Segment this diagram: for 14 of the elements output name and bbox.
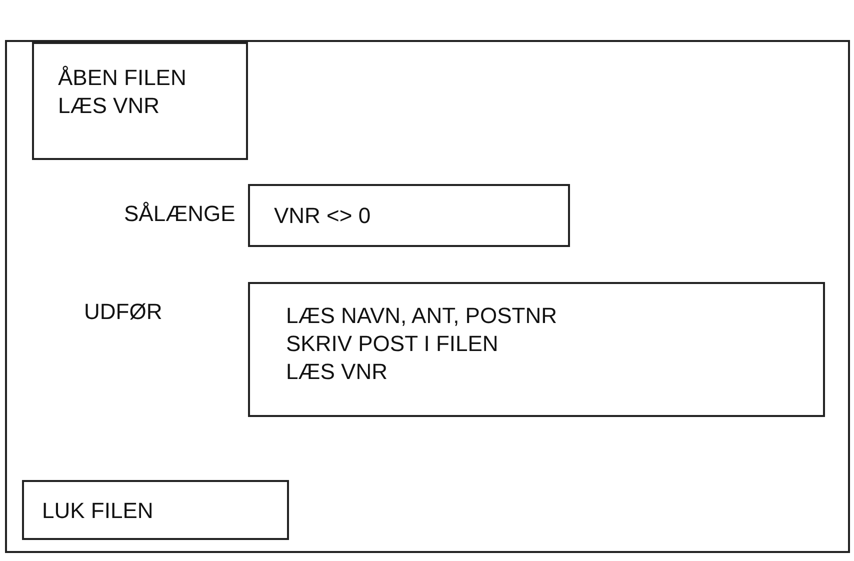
keyword-label: UDFØR (84, 298, 162, 326)
statement-box (248, 184, 570, 247)
statement-text: ÅBEN FILEN (58, 64, 188, 92)
statement-box (32, 42, 248, 160)
statement-text: VNR <> 0 (274, 202, 372, 230)
statement-box (22, 480, 289, 540)
statement-text: SKRIV POST I FILEN (286, 330, 500, 358)
statement-box (248, 282, 825, 417)
statement-text: LÆS VNR (58, 92, 160, 120)
statement-text: LUK FILEN (42, 497, 154, 525)
statement-text: LÆS VNR (286, 358, 388, 386)
keyword-label: SÅLÆNGE (124, 200, 236, 228)
statement-text: LÆS NAVN, ANT, POSTNR (286, 302, 558, 330)
frame-box (5, 40, 850, 553)
